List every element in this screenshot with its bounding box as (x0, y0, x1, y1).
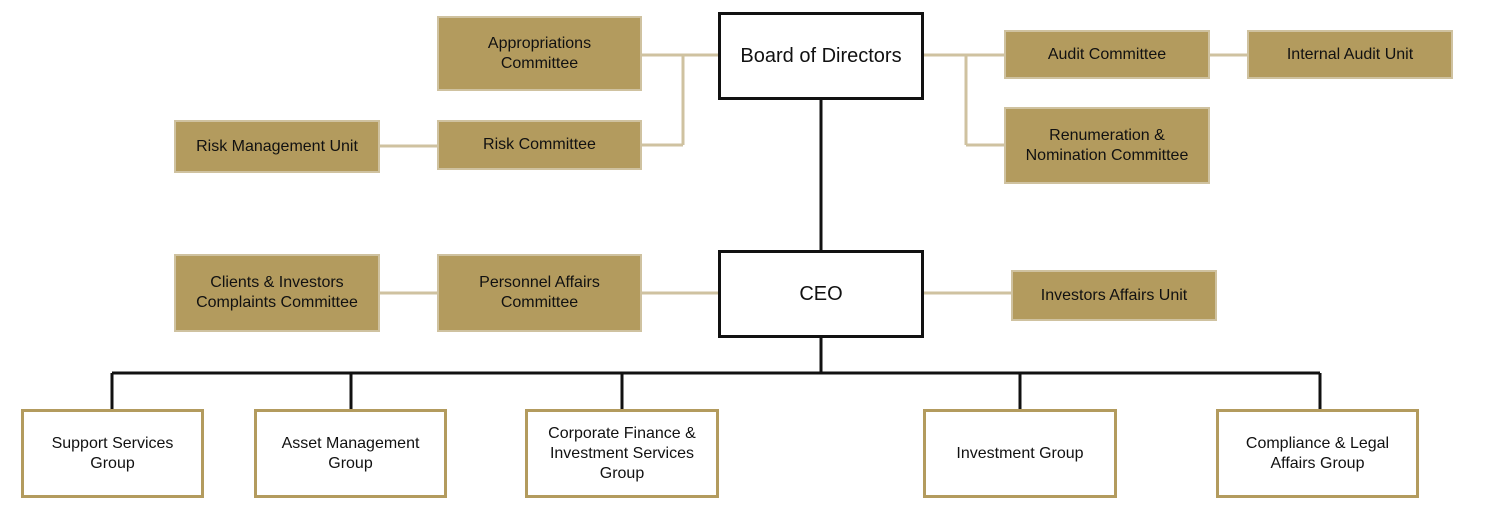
internal-audit-unit-box: Internal Audit Unit (1247, 30, 1453, 79)
audit-committee-box: Audit Committee (1004, 30, 1210, 79)
risk-committee-box: Risk Committee (437, 120, 642, 170)
compliance-legal-affairs-group-box: Compliance & Legal Affairs Group (1216, 409, 1419, 498)
ceo-box: CEO (718, 250, 924, 338)
investment-group-box: Investment Group (923, 409, 1117, 498)
support-services-group-box: Support Services Group (21, 409, 204, 498)
personnel-affairs-committee-box: Personnel Affairs Committee (437, 254, 642, 332)
clients-investors-complaints-committee-box: Clients & Investors Complaints Committee (174, 254, 380, 332)
corporate-finance-investment-services-group-box: Corporate Finance & Investment Services … (525, 409, 719, 498)
investors-affairs-unit-box: Investors Affairs Unit (1011, 270, 1217, 321)
risk-management-unit-box: Risk Management Unit (174, 120, 380, 173)
asset-management-group-box: Asset Management Group (254, 409, 447, 498)
board-of-directors-box: Board of Directors (718, 12, 924, 100)
renumeration-nomination-committee-box: Renumeration & Nomination Committee (1004, 107, 1210, 184)
appropriations-committee-box: Appropriations Committee (437, 16, 642, 91)
